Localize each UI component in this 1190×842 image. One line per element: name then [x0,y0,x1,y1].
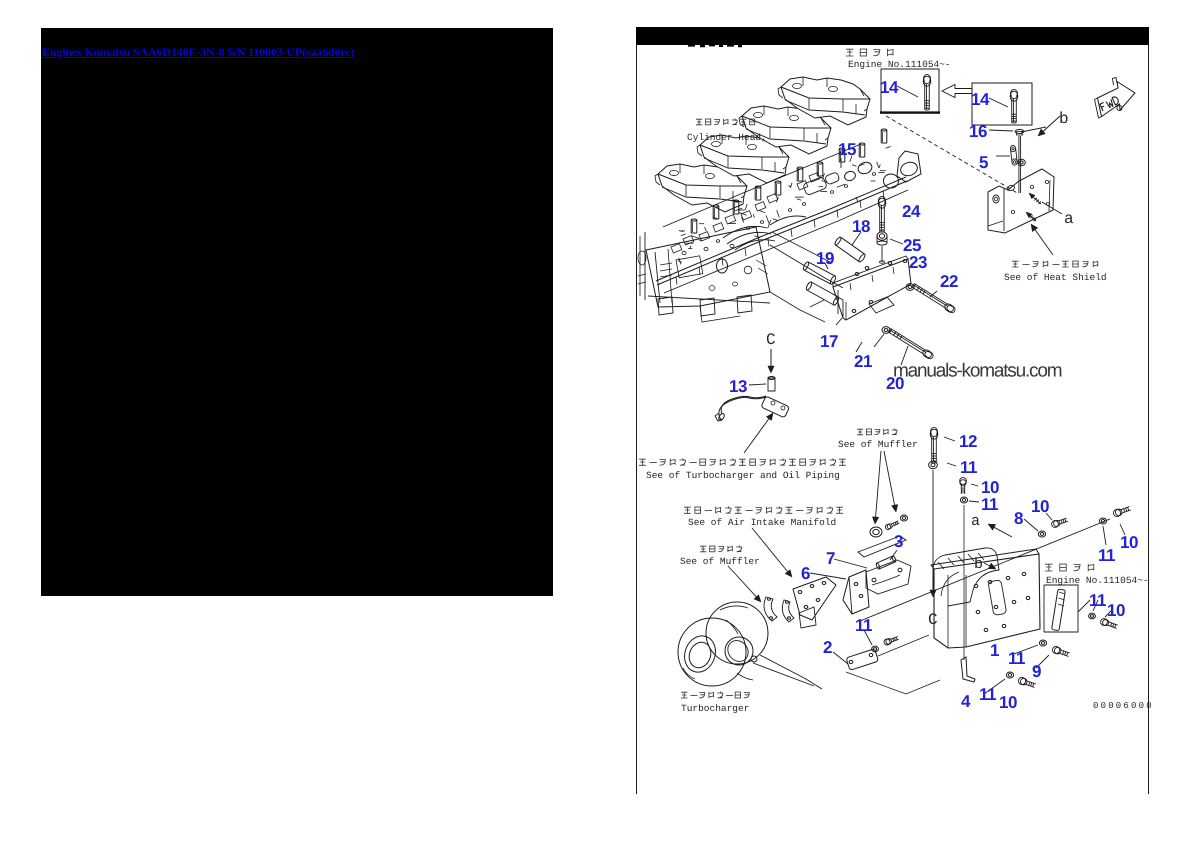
svg-text:14: 14 [971,90,990,109]
svg-text:12: 12 [959,432,977,451]
svg-text:See of Turbocharger and Oil Pi: See of Turbocharger and Oil Piping [646,470,840,481]
svg-text:11: 11 [1098,546,1115,565]
svg-text:10: 10 [1120,533,1138,552]
svg-text:10: 10 [1107,601,1125,620]
svg-text:2: 2 [823,638,832,657]
svg-text:8: 8 [1014,509,1023,528]
svg-text:10: 10 [999,693,1017,712]
svg-text:11: 11 [855,616,872,635]
svg-text:11: 11 [1008,649,1025,668]
svg-text:7: 7 [826,549,835,568]
svg-text:11: 11 [981,495,998,514]
svg-text:1: 1 [990,641,999,660]
svg-text:3: 3 [894,532,903,551]
svg-text:b: b [1059,110,1069,128]
svg-text:17: 17 [820,332,838,351]
svg-text:a: a [1064,210,1074,228]
svg-text:14: 14 [880,78,899,97]
svg-text:9: 9 [1032,662,1041,681]
svg-text:See of Muffler: See of Muffler [838,439,918,450]
svg-text:a: a [971,513,980,530]
svg-text:6: 6 [801,564,810,583]
svg-text:See of Air Intake Manifold: See of Air Intake Manifold [688,517,836,528]
svg-text:22: 22 [940,272,958,291]
svg-text:16: 16 [969,122,987,141]
svg-text:20: 20 [886,374,904,393]
svg-text:See of Heat Shield: See of Heat Shield [1004,272,1107,283]
svg-text:4: 4 [961,692,971,711]
svg-text:00006000: 00006000 [1093,701,1154,711]
svg-text:5: 5 [979,153,988,172]
svg-text:manuals-komatsu.com: manuals-komatsu.com [893,361,1062,382]
svg-text:24: 24 [902,202,921,221]
svg-text:Turbocharger: Turbocharger [681,703,749,714]
svg-text:C: C [928,611,938,629]
svg-text:25: 25 [903,236,921,255]
svg-text:11: 11 [1089,591,1106,610]
svg-text:19: 19 [816,249,834,268]
svg-text:23: 23 [909,253,927,272]
svg-text:21: 21 [854,352,872,371]
svg-text:Engine No.111054~-: Engine No.111054~- [848,59,951,70]
svg-text:15: 15 [838,140,856,159]
svg-text:11: 11 [960,458,977,477]
svg-text:10: 10 [981,478,999,497]
svg-text:C: C [766,331,776,349]
svg-text:11: 11 [979,685,996,704]
svg-text:b: b [974,556,983,573]
svg-text:10: 10 [1031,497,1049,516]
svg-text:Engine No.111054~-: Engine No.111054~- [1046,575,1149,586]
svg-text:See of Muffler: See of Muffler [680,556,760,567]
svg-text:13: 13 [729,377,747,396]
svg-text:18: 18 [852,217,870,236]
svg-text:Cylinder Head,: Cylinder Head, [687,132,767,143]
